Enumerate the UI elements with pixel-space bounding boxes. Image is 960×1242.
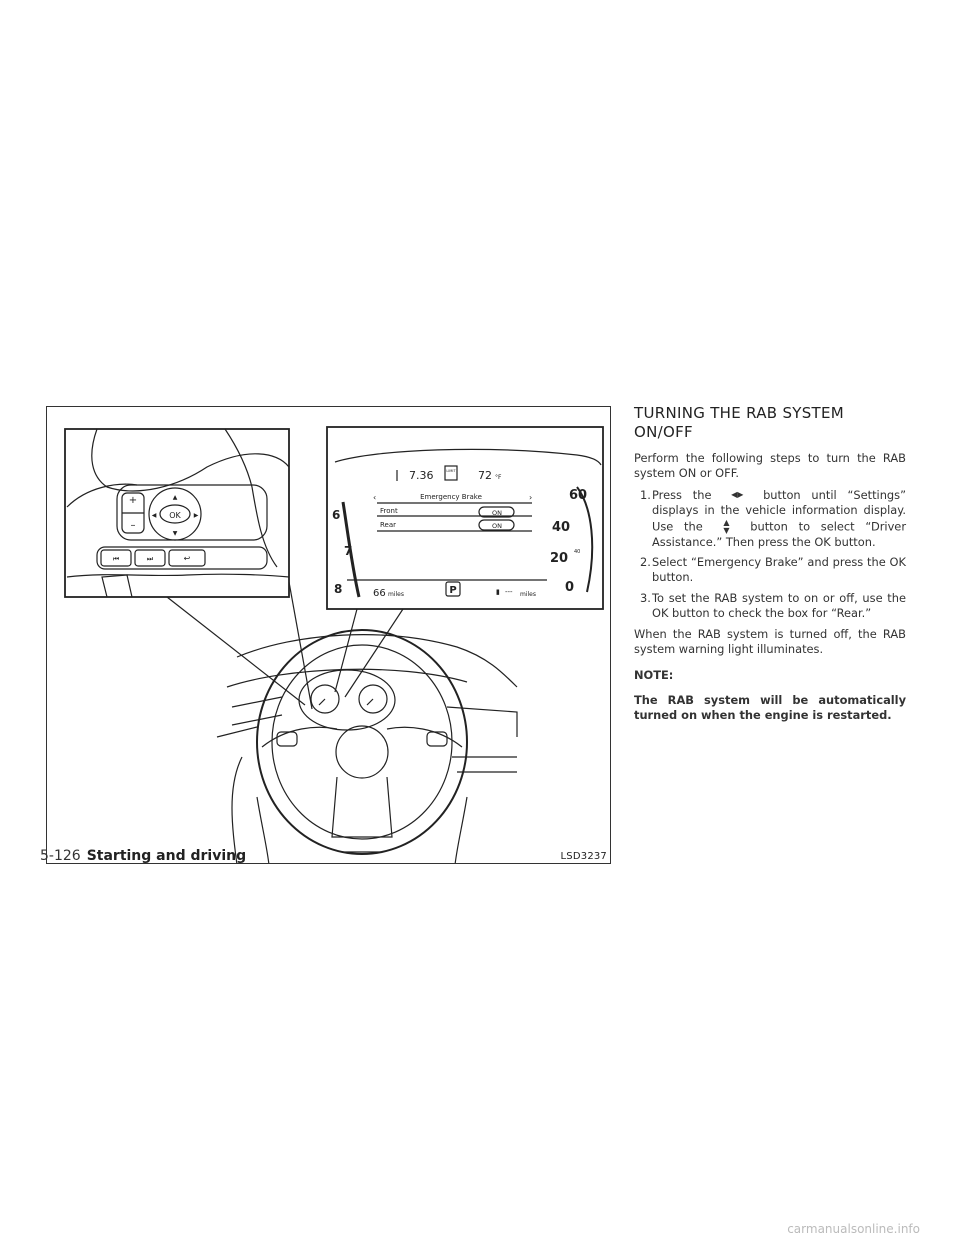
figure-code: LSD3237: [560, 851, 607, 862]
after-paragraph: When the RAB system is turned off, the R…: [634, 626, 906, 657]
step-number: 2.: [640, 555, 651, 570]
fuel-icon: ▮: [496, 588, 500, 596]
dashboard-drawing: [216, 629, 518, 863]
fuel-range: ---: [505, 588, 513, 596]
rab-section: TURNING THE RAB SYSTEM ON/OFF Perform th…: [634, 404, 906, 724]
cluster-temperature: 72: [478, 469, 492, 482]
cluster-menu-title: Emergency Brake: [420, 493, 482, 501]
next-track-icon: ⏭: [147, 555, 154, 563]
steps-list: 1. Press the ◀▶ button until “Settings” …: [634, 488, 906, 622]
speed-limit-label: LIMIT: [446, 469, 456, 473]
cluster-row-front-state: ON: [492, 509, 502, 517]
range-unit: miles: [388, 591, 404, 598]
tach-label-6: 6: [332, 508, 340, 522]
gear-indicator: P: [449, 585, 456, 596]
range-value: 66: [373, 588, 386, 599]
callout-lines: [166, 581, 404, 710]
page-footer: 5-126 Starting and driving: [40, 848, 246, 864]
back-icon: ↩: [184, 554, 191, 563]
volume-plus-icon: +: [129, 495, 137, 506]
section-title: TURNING THE RAB SYSTEM ON/OFF: [634, 404, 906, 442]
speed-small-label-40: 40: [574, 549, 580, 555]
step-1: 1. Press the ◀▶ button until “Settings” …: [634, 488, 906, 550]
section-title-line2: ON/OFF: [634, 423, 693, 441]
left-arrow-icon: ◀: [152, 512, 157, 519]
tach-label-7: 7: [344, 544, 352, 558]
right-arrow-icon: ▶: [194, 512, 199, 519]
cluster-row-rear-state: ON: [492, 522, 502, 530]
watermark: carmanualsonline.info: [787, 1222, 920, 1236]
up-down-arrows-icon: ▲▼: [723, 517, 730, 535]
step-text: To set the RAB system to on or off, use …: [652, 590, 906, 621]
cluster-temp-unit: °F: [495, 474, 502, 481]
step-2: 2. Select “Emergency Brake” and press th…: [634, 555, 906, 586]
previous-track-icon: ⏮: [113, 555, 119, 563]
cluster-clock: 7.36: [409, 469, 434, 482]
cluster-inset: [326, 426, 604, 610]
step-text: Select “Emergency Brake” and press the O…: [652, 555, 906, 585]
speed-label-0: 0: [565, 580, 574, 595]
note-body: The RAB system will be automatically tur…: [634, 692, 906, 723]
page-number: 5-126: [40, 848, 81, 864]
steering-wheel-illustration: OK + – ▲ ▼ ◀ ▶ ⏮ ⏭ ↩ 7.36 LIMIT 72 °F: [64, 426, 604, 863]
cluster-row-front-label: Front: [380, 507, 398, 515]
left-right-arrows-icon: ◀▶: [731, 490, 744, 500]
chapter-title: Starting and driving: [86, 848, 247, 864]
ok-button-label: OK: [169, 511, 181, 520]
speed-label-20: 20: [550, 551, 568, 566]
step-number: 3.: [640, 590, 651, 605]
up-arrow-icon: ▲: [173, 494, 178, 501]
step-text-mid: button until “Settings” displays in the …: [652, 487, 906, 534]
intro-paragraph: Perform the following steps to turn the …: [634, 451, 906, 481]
step-text-pre: Press the: [652, 487, 712, 502]
step-text-post: button to select “Driver Assistance.” Th…: [652, 519, 906, 549]
illustration-figure: OK + – ▲ ▼ ◀ ▶ ⏮ ⏭ ↩ 7.36 LIMIT 72 °F: [46, 406, 611, 864]
down-arrow-icon: ▼: [173, 530, 178, 537]
speed-label-40: 40: [552, 520, 570, 535]
switch-inset: [64, 428, 290, 598]
menu-left-arrow-icon: ‹: [373, 493, 376, 502]
note-heading: NOTE:: [634, 668, 674, 683]
speed-label-60: 60: [569, 488, 587, 503]
fuel-unit: miles: [520, 591, 536, 598]
volume-minus-icon: –: [131, 520, 136, 531]
menu-right-arrow-icon: ›: [529, 493, 532, 502]
section-title-line1: TURNING THE RAB SYSTEM: [634, 404, 845, 422]
tach-label-8: 8: [334, 582, 342, 596]
step-number: 1.: [640, 487, 651, 502]
cluster-row-rear-label: Rear: [380, 521, 396, 529]
step-3: 3. To set the RAB system to on or off, u…: [634, 591, 906, 622]
